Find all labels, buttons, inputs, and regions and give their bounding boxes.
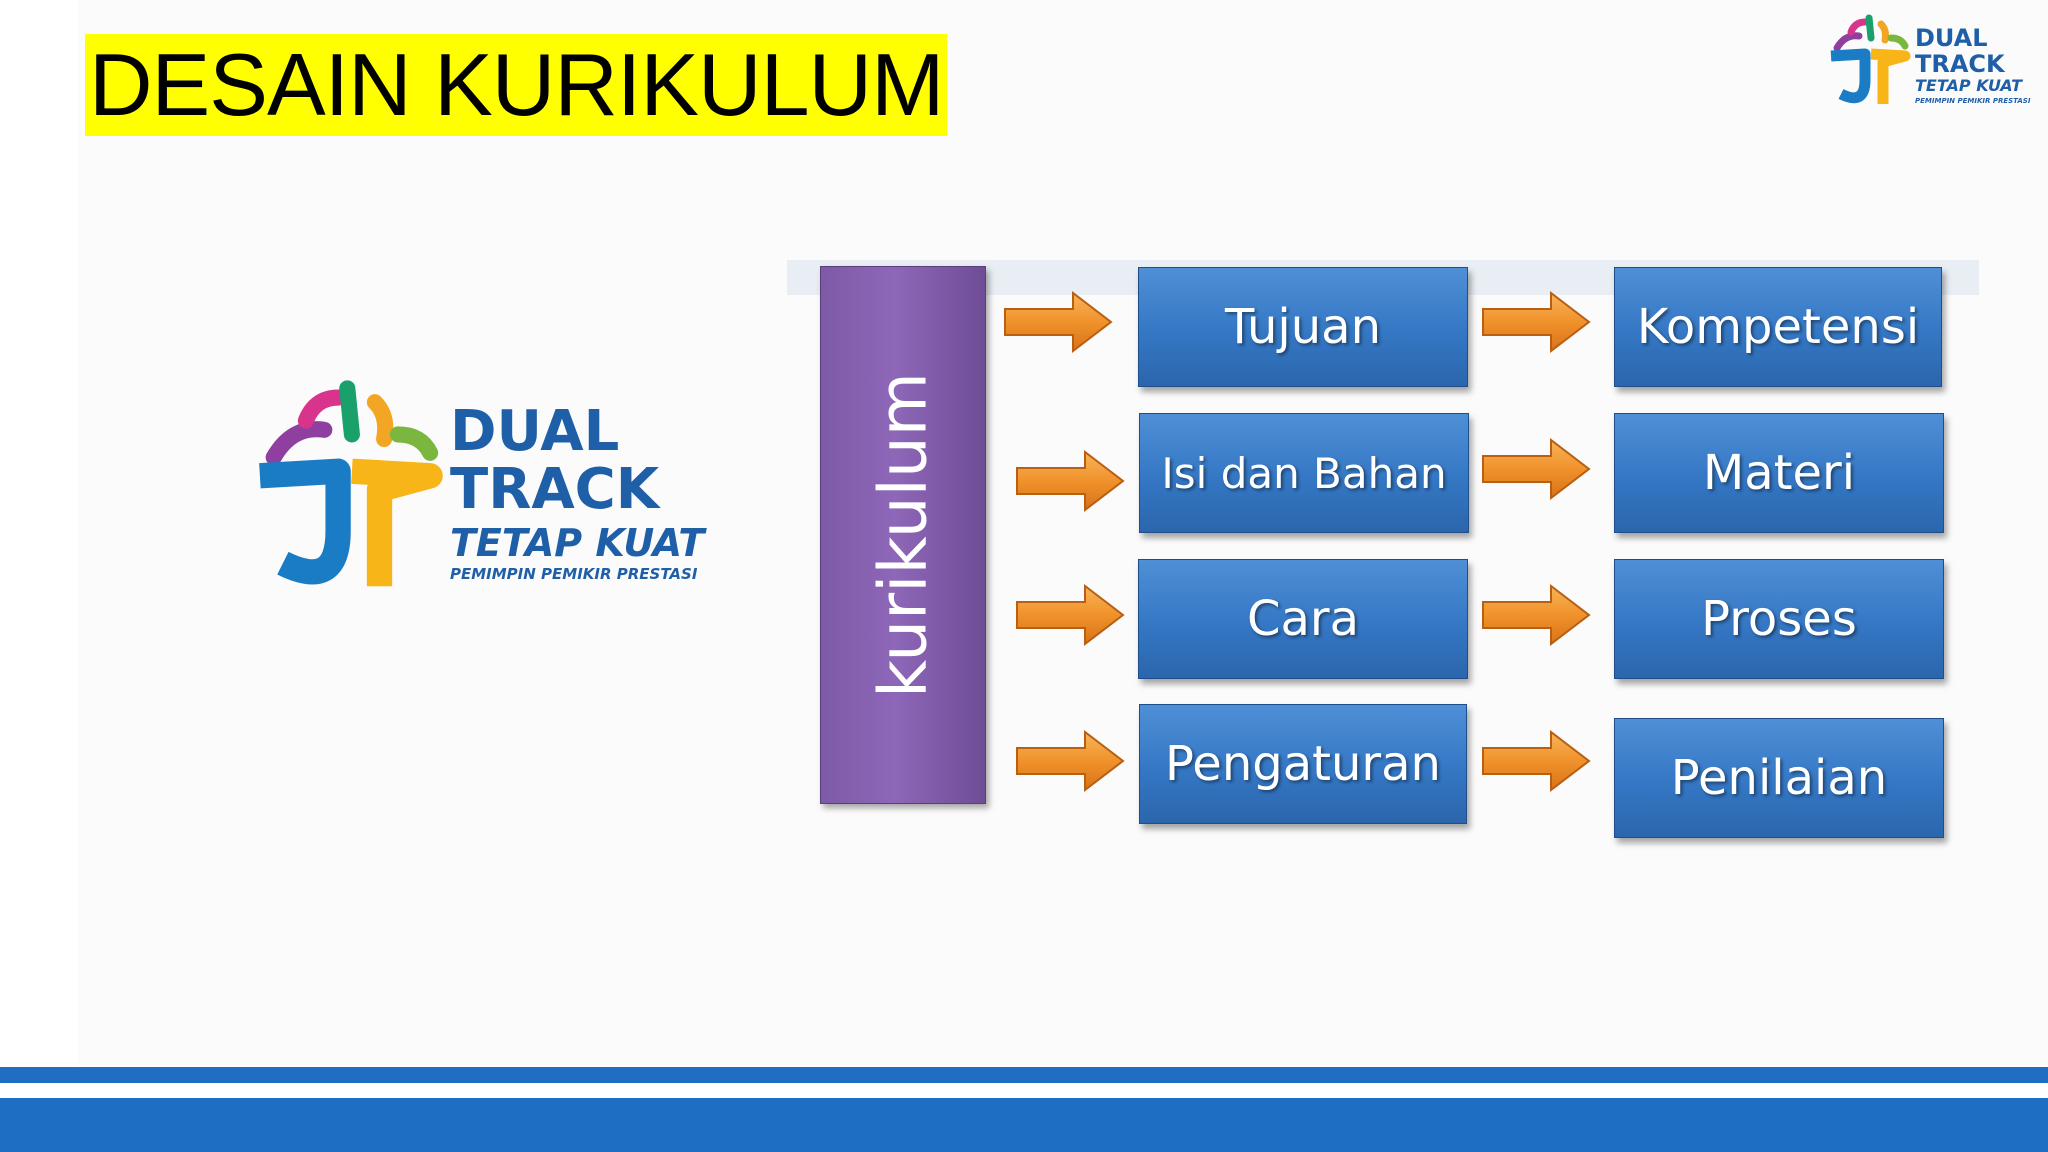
root-label: kurikulum [864,372,942,698]
logo-line2: TRACK [1915,50,2005,78]
box-pengaturan: Pengaturan [1139,704,1467,824]
arrow-right-icon [1016,584,1125,646]
logo-tagline: TETAP KUAT [1915,76,2023,95]
arrow-right-icon [1016,730,1125,792]
root-box-kurikulum: kurikulum [820,266,986,804]
footer-stripe-thin [0,1067,2048,1083]
box-proses: Proses [1614,559,1944,679]
arrow-right-icon [1482,730,1591,792]
box-cara: Cara [1138,559,1468,679]
box-tujuan: Tujuan [1138,267,1468,387]
arrow-right-icon [1482,438,1591,500]
arrow-right-icon [1004,291,1113,353]
logo-large: DUAL TRACK TETAP KUAT PEMIMPIN PEMIKIR P… [245,370,704,600]
slide-title: DESAIN KURIKULUM [85,34,948,136]
arrow-right-icon [1482,291,1591,353]
logo-subtitle: PEMIMPIN PEMIKIR PRESTASI [1915,97,2031,105]
box-isi-dan-bahan: Isi dan Bahan [1139,413,1469,533]
logo-subtitle: PEMIMPIN PEMIKIR PRESTASI [450,565,698,583]
arrow-right-icon [1016,450,1125,512]
logo-line2: TRACK [450,457,660,522]
box-penilaian: Penilaian [1614,718,1944,838]
box-kompetensi: Kompetensi [1614,267,1942,387]
logo-small: DUAL TRACK TETAP KUAT PEMIMPIN PEMIKIR P… [1825,10,2030,110]
dual-track-logo-icon [259,380,443,587]
box-materi: Materi [1614,413,1944,533]
footer-stripe-thick [0,1098,2048,1152]
logo-line1: DUAL [450,399,620,464]
dual-track-logo-icon [1830,14,1911,104]
logo-tagline: TETAP KUAT [450,521,705,565]
arrow-right-icon [1482,584,1591,646]
logo-line1: DUAL [1915,24,1988,52]
